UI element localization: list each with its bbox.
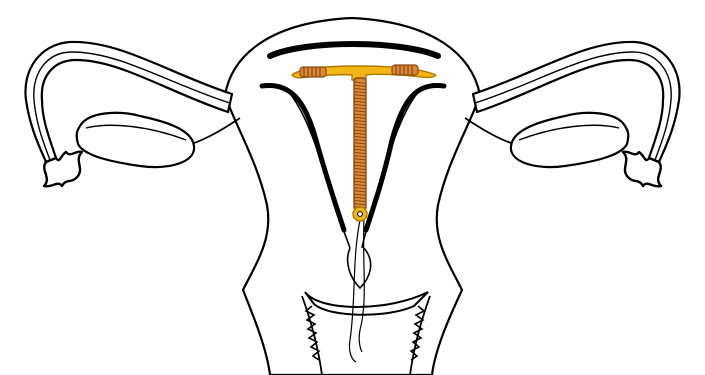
ovarian-ligament-left bbox=[188, 118, 240, 145]
ovary-left bbox=[77, 113, 194, 167]
iud-thread-eyelet bbox=[358, 212, 363, 217]
ovarian-ligament-right bbox=[465, 118, 517, 145]
ovary-right bbox=[511, 113, 628, 167]
iud-copper-sleeve-left bbox=[300, 67, 326, 77]
iud-copper-sleeve-right bbox=[392, 65, 418, 75]
